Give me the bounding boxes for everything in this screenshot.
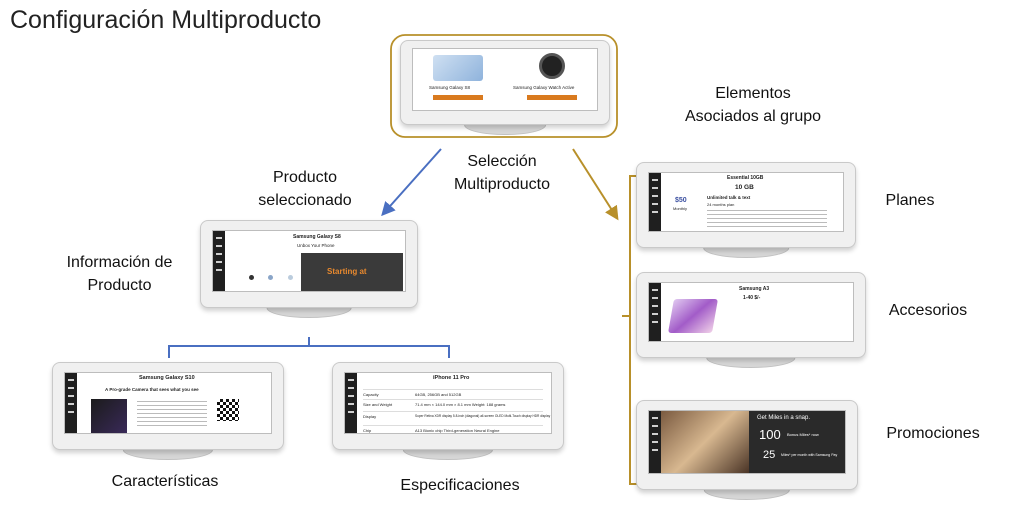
- screen-promotion: Get Miles in a snap. 100 Bonus Miles* no…: [648, 410, 846, 474]
- label-selection: Selección Multiproducto: [453, 153, 551, 193]
- plan-line2: 24 months plan: [707, 202, 735, 207]
- specs-product-name: iPhone 11 Pro: [433, 375, 470, 381]
- sidebar: [65, 373, 77, 433]
- accessory-price: 1-40 $/-: [743, 295, 761, 301]
- tablet-accessory: Samsung A3 1-40 $/-: [636, 272, 866, 368]
- spec-row: Display Super Retina XDR display 5.8-inc…: [363, 411, 550, 419]
- price-panel: Starting at: [301, 253, 403, 291]
- arrow-to-product: [381, 148, 442, 217]
- phone-image: [91, 399, 127, 433]
- accessory-name: Samsung A3: [739, 286, 770, 292]
- screen-specs: iPhone 11 Pro Capacity 64GB, 256GB and 5…: [344, 372, 552, 434]
- promo-photo: [661, 411, 749, 473]
- page-title: Configuración Multiproducto: [10, 6, 322, 34]
- plan-period: Monthly: [673, 206, 688, 211]
- spec-row: Capacity 64GB, 256GB and 512GB: [363, 389, 543, 397]
- plan-price: $50: [675, 197, 687, 204]
- spec-row: Size and Weight 71.4 mm × 144.0 mm × 8.1…: [363, 399, 543, 407]
- promo-small1: Bonus Miles* now: [787, 432, 819, 437]
- label-associated: Elementos Asociados al grupo: [684, 85, 822, 125]
- sidebar: [213, 231, 225, 291]
- tablet-plan: Essential 10GB 10 GB $50 Monthly Unlimit…: [636, 162, 856, 258]
- spec-row: Chip A13 Bionic chip Third-generation Ne…: [363, 425, 543, 433]
- label-product-selected: Producto seleccionado: [258, 169, 352, 209]
- product-bracket: [168, 337, 450, 358]
- label-features: Características: [111, 473, 219, 490]
- label-product-info: Información de Producto: [66, 254, 173, 294]
- phone-image: [433, 55, 483, 81]
- product-subtitle: Unbox Your Phone: [297, 243, 335, 248]
- promo-big2: 25: [763, 449, 776, 461]
- features-product-name: Samsung Galaxy S10: [139, 375, 195, 381]
- selection-frame: [390, 34, 618, 138]
- arrow-to-associated: [572, 148, 619, 221]
- plan-details: [707, 210, 827, 228]
- tablet-features: Samsung Galaxy S10 A Pro-grade Camera th…: [52, 362, 284, 460]
- price-text: Starting at: [327, 267, 367, 276]
- feature-text: [137, 401, 207, 429]
- sidebar: [345, 373, 357, 433]
- qr-code: [217, 399, 239, 421]
- product-card-a[interactable]: Samsung Galaxy S8: [419, 53, 499, 107]
- tablet-product: Samsung Galaxy S8 Unbox Your Phone Start…: [200, 220, 418, 318]
- screen-plan: Essential 10GB 10 GB $50 Monthly Unlimit…: [648, 172, 844, 232]
- label-specs: Especificaciones: [400, 477, 520, 494]
- product-card-b[interactable]: Samsung Galaxy Watch Active: [509, 53, 593, 107]
- label-accessories: Accesorios: [888, 302, 968, 319]
- sidebar: [649, 173, 661, 231]
- screen-accessory: Samsung A3 1-40 $/-: [648, 282, 854, 342]
- label-plans: Planes: [885, 192, 935, 209]
- watch-image: [539, 53, 565, 79]
- accessory-image: [668, 299, 718, 333]
- tablet-specs: iPhone 11 Pro Capacity 64GB, 256GB and 5…: [332, 362, 564, 460]
- promo-big1: 100: [759, 427, 781, 442]
- tablet-selection: Samsung Galaxy S8 Samsung Galaxy Watch A…: [400, 40, 610, 135]
- label-promotions: Promociones: [886, 425, 980, 442]
- product-b-name: Samsung Galaxy Watch Active: [513, 85, 575, 90]
- select-button-b[interactable]: [527, 95, 577, 100]
- associated-bracket: [622, 175, 640, 485]
- color-swatches[interactable]: [249, 267, 293, 285]
- promo-headline: Get Miles in a snap.: [757, 415, 811, 421]
- sidebar: [649, 283, 661, 341]
- screen-product: Samsung Galaxy S8 Unbox Your Phone Start…: [212, 230, 406, 292]
- plan-line1: Unlimited talk & text: [707, 195, 751, 200]
- promo-panel: Get Miles in a snap. 100 Bonus Miles* no…: [749, 411, 845, 473]
- plan-data: 10 GB: [735, 184, 754, 191]
- promo-small2: Miles* per month with Samsung Pay: [781, 453, 838, 457]
- plan-name: Essential 10GB: [727, 175, 764, 181]
- screen-features: Samsung Galaxy S10 A Pro-grade Camera th…: [64, 372, 272, 434]
- sidebar: [649, 411, 661, 473]
- features-tagline: A Pro-grade Camera that sees what you se…: [105, 387, 199, 392]
- product-a-name: Samsung Galaxy S8: [429, 85, 471, 90]
- product-name: Samsung Galaxy S8: [293, 234, 341, 240]
- tablet-promotion: Get Miles in a snap. 100 Bonus Miles* no…: [636, 400, 858, 500]
- select-button-a[interactable]: [433, 95, 483, 100]
- screen-selection: Samsung Galaxy S8 Samsung Galaxy Watch A…: [412, 48, 598, 111]
